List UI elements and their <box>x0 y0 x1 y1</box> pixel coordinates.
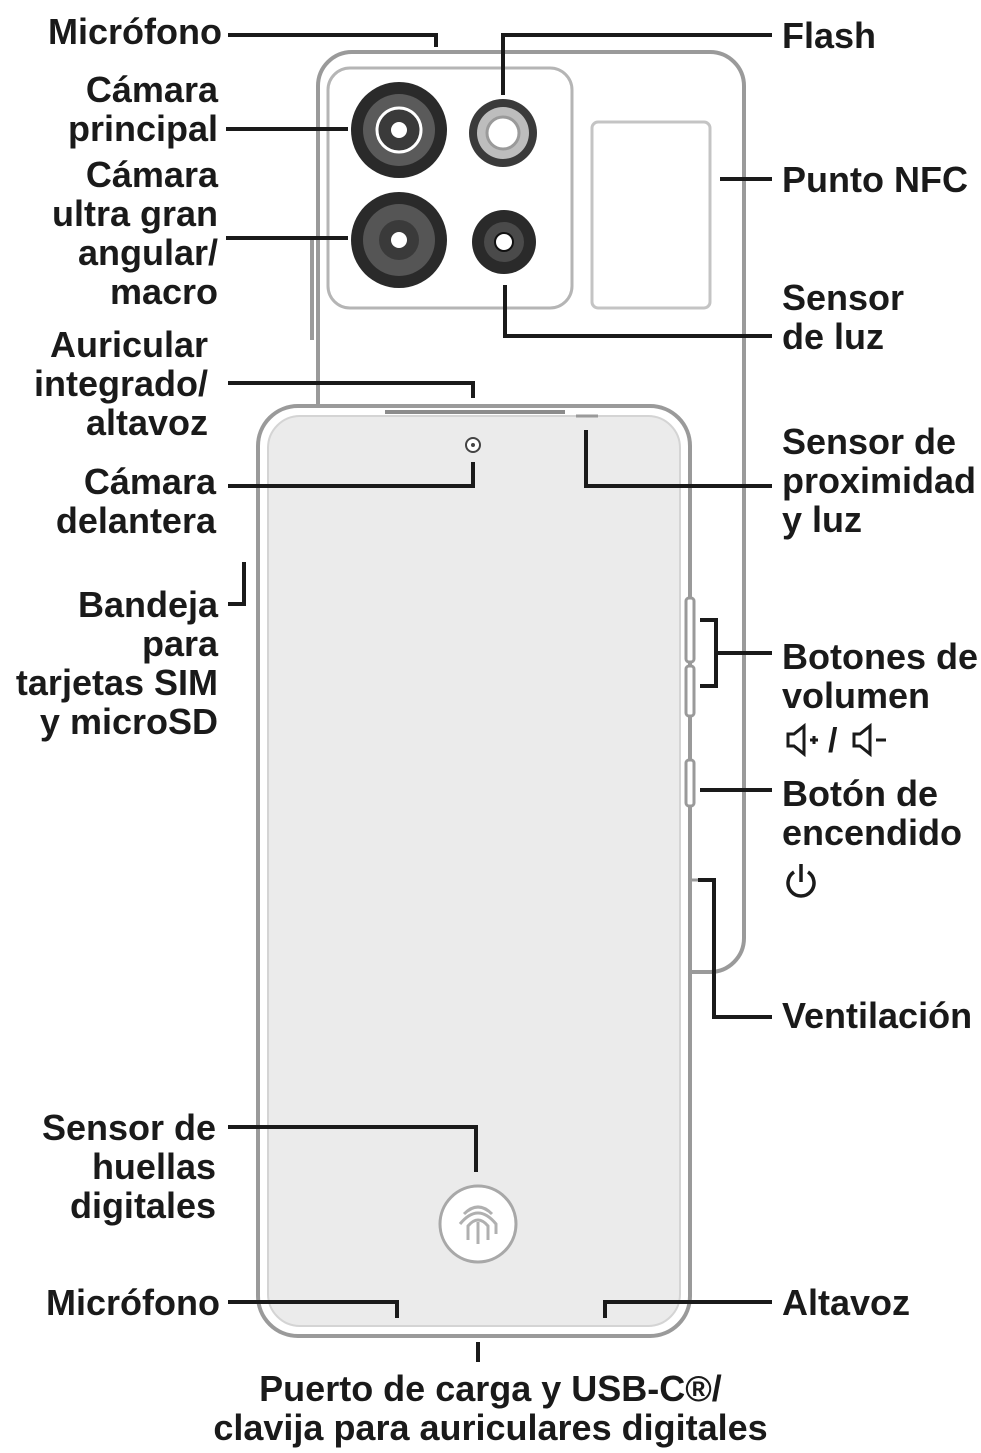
volume-down-icon <box>852 722 886 758</box>
label-puerto-carga-line: clavija para auriculares digitales <box>213 1407 768 1448</box>
label-sensor-huellas-line: digitales <box>69 1185 216 1226</box>
leader-microfono-top <box>228 33 438 47</box>
label-camara-principal-line: Cámara <box>85 69 218 110</box>
label-botones-volumen-line: volumen <box>782 675 931 716</box>
main-camera-lens <box>351 82 447 178</box>
power-button <box>684 758 696 808</box>
label-sensor-luz-line: Sensor <box>782 277 905 318</box>
volume-up-icon <box>786 722 818 758</box>
label-punto-nfc-line: Punto NFC <box>782 159 968 200</box>
fingerprint-icon <box>438 1184 518 1264</box>
label-sensor-huellas-line: huellas <box>91 1146 216 1187</box>
label-sensor-proximidad-line: y luz <box>782 499 863 540</box>
volume-slash: / <box>828 722 838 760</box>
label-microfono-bottom: Micrófono <box>46 1283 220 1322</box>
leader-sensor-huellas <box>228 1125 478 1172</box>
leader-auricular <box>228 381 475 398</box>
label-boton-encendido-line: encendido <box>782 812 963 853</box>
volume-button-up <box>684 596 696 664</box>
leader-flash <box>501 33 772 95</box>
label-sensor-luz-line: de luz <box>782 316 885 357</box>
label-bandeja-line: tarjetas SIM <box>15 662 218 703</box>
label-auricular-line: altavoz <box>85 402 208 443</box>
label-sensor-huellas-line: Sensor de <box>41 1107 216 1148</box>
leader-sensor-proximidad <box>584 430 772 488</box>
flash-lens <box>469 99 537 167</box>
label-bandeja-line: para <box>141 623 218 664</box>
label-ventilacion-line: Ventilación <box>782 995 973 1036</box>
label-boton-encendido-line: Botón de <box>782 773 938 814</box>
label-puerto-carga: Puerto de carga y USB-C®/clavija para au… <box>0 1369 981 1447</box>
label-camara-delantera-line: delantera <box>55 500 216 541</box>
leader-ventilacion <box>698 878 772 1019</box>
label-puerto-carga-line: Puerto de carga y USB-C®/ <box>259 1368 722 1409</box>
label-ventilacion: Ventilación <box>782 996 972 1035</box>
label-bandeja-line: Bandeja <box>77 584 218 625</box>
leader-microfono-bottom <box>228 1300 399 1318</box>
volume-button-down <box>684 664 696 718</box>
light-sensor-lens <box>472 210 536 274</box>
phone-screen <box>267 415 681 1327</box>
label-altavoz-line: Altavoz <box>782 1282 911 1323</box>
label-camara-ultra-line: ultra gran <box>51 193 218 234</box>
nfc-area <box>590 120 712 310</box>
label-bandeja-line: y microSD <box>39 701 218 742</box>
label-sensor-proximidad-line: Sensor de <box>782 421 957 462</box>
label-sensor-proximidad-line: proximidad <box>782 460 977 501</box>
label-flash: Flash <box>782 16 876 55</box>
label-microfono-top: Micrófono <box>48 12 222 51</box>
label-camara-ultra-line: angular/ <box>77 232 218 273</box>
leader-camara-delantera <box>228 462 475 488</box>
label-microfono-top-line: Micrófono <box>48 11 222 52</box>
leader-altavoz <box>603 1300 772 1318</box>
leader-bandeja <box>228 562 246 606</box>
power-icon <box>786 864 816 898</box>
label-altavoz: Altavoz <box>782 1283 910 1322</box>
label-microfono-bottom-line: Micrófono <box>46 1282 220 1323</box>
leader-lines <box>226 33 772 1362</box>
label-camara-ultra-line: Cámara <box>85 154 218 195</box>
label-punto-nfc: Punto NFC <box>782 160 968 199</box>
leader-sensor-luz <box>503 285 772 338</box>
label-camara-ultra-line: macro <box>109 271 218 312</box>
ultrawide-camera-lens <box>351 192 447 288</box>
label-camara-delantera-line: Cámara <box>83 461 216 502</box>
label-flash-line: Flash <box>782 15 877 56</box>
label-botones-volumen-line: Botones de <box>782 636 979 677</box>
label-auricular-line: integrado/ <box>33 363 208 404</box>
label-auricular-line: Auricular <box>49 324 208 365</box>
label-camara-principal-line: principal <box>67 108 218 149</box>
